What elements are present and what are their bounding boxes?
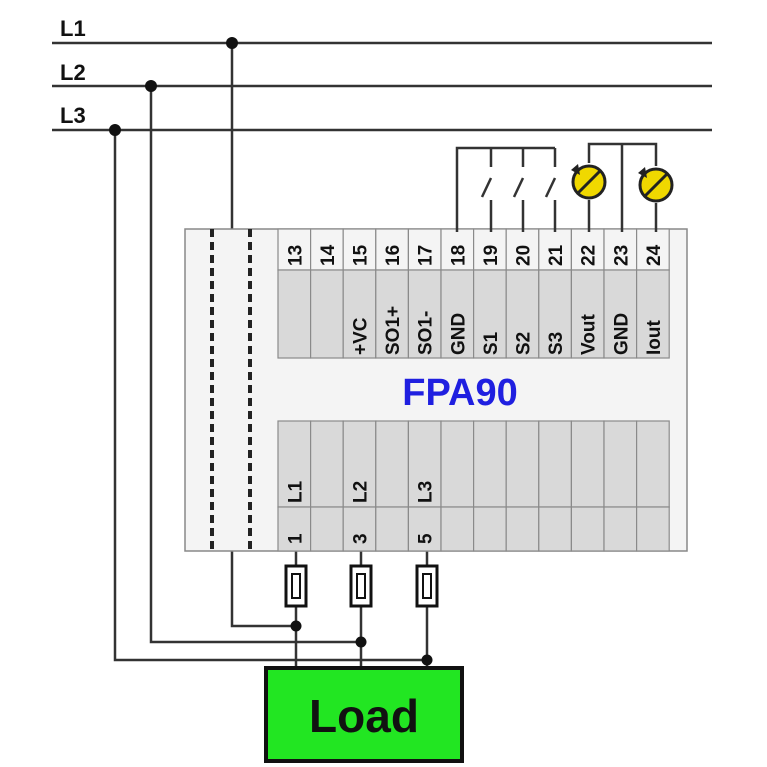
load-box <box>264 666 464 763</box>
terminal-signal-cell <box>375 420 409 508</box>
analog-output-wiring <box>587 142 658 232</box>
terminal-number: 20 <box>514 245 535 266</box>
terminal-signal-label: S3 <box>546 332 567 355</box>
terminal-signal-cell <box>570 269 605 359</box>
junction-dot <box>421 654 433 666</box>
terminal-number-cell <box>603 506 638 552</box>
terminal-signal-cell <box>407 420 442 508</box>
junction-dot <box>290 620 302 632</box>
terminal-signal-label: L3 <box>416 481 437 503</box>
terminal-signal-cell <box>342 420 377 508</box>
terminal-signal-label: GND <box>448 313 469 355</box>
terminal-number-cell <box>538 506 572 552</box>
terminal-signal-cell <box>310 420 344 508</box>
terminal-number-cell <box>342 228 377 271</box>
terminal-number: 3 <box>351 533 372 544</box>
terminal-signal-label: S2 <box>514 332 535 355</box>
terminal-number: 21 <box>546 244 567 266</box>
terminal-signal-label: SO1+ <box>383 306 404 355</box>
junction-dot <box>145 80 157 92</box>
terminal-number: 24 <box>644 244 665 266</box>
terminal-signal-label: GND <box>611 313 632 355</box>
terminal-number-cell <box>635 506 670 552</box>
terminal-signal-cell <box>635 269 670 359</box>
switch-s3-contact <box>544 177 557 198</box>
terminal-signal-cell <box>407 269 442 359</box>
terminal-number-cell <box>473 506 507 552</box>
terminal-number-cell <box>310 228 344 271</box>
device-dashed-wires <box>210 229 252 551</box>
terminal-signal-label: L2 <box>351 481 372 503</box>
terminal-signal-cell <box>570 420 605 508</box>
terminal-signal-label: L1 <box>285 480 306 503</box>
terminal-signal-cell <box>505 420 540 508</box>
line-label-l1: L1 <box>60 16 86 41</box>
switch-s1-contact <box>480 177 493 198</box>
terminal-signal-cell <box>473 420 507 508</box>
terminal-signal-cell <box>310 269 344 359</box>
feed-wire-l2 <box>149 86 361 644</box>
line-label-l2: L2 <box>60 60 86 85</box>
terminal-number: 17 <box>416 245 437 266</box>
terminal-number-cell <box>505 506 540 552</box>
junction-dot <box>109 124 121 136</box>
terminal-signal-cell <box>440 420 475 508</box>
fuse-icon <box>415 564 439 608</box>
terminal-signal-label: Iout <box>644 320 665 355</box>
fuse-icon <box>284 564 308 608</box>
switch-s2-contact <box>512 177 525 198</box>
fuses <box>284 564 439 608</box>
terminal-number-cell <box>440 506 475 552</box>
terminal-number-cell <box>407 506 442 552</box>
terminal-signal-cell <box>538 420 572 508</box>
terminal-number: 19 <box>481 245 502 266</box>
terminal-signal-label: SO1- <box>416 311 437 355</box>
terminal-signal-cell <box>277 269 312 359</box>
feed-wire-l3 <box>113 130 427 662</box>
ammeter-icon <box>638 167 674 203</box>
terminal-signal-cell <box>603 420 638 508</box>
terminal-signal-cell <box>635 420 670 508</box>
terminal-number: 23 <box>611 245 632 266</box>
terminal-number: 5 <box>416 533 437 544</box>
junction-dot <box>226 37 238 49</box>
terminal-number: 1 <box>285 533 306 544</box>
terminal-number: 15 <box>351 244 372 266</box>
terminal-number: 22 <box>579 245 600 266</box>
terminal-number-cell <box>277 228 312 271</box>
terminal-number-cell <box>277 506 312 552</box>
terminal-number-cell <box>407 228 442 271</box>
fuse-icon <box>349 564 373 608</box>
terminal-number-cell <box>342 506 377 552</box>
terminal-number-cell <box>375 506 409 552</box>
bottom-terminal-block: L1 1 L2 3 L3 5 <box>277 420 670 552</box>
terminal-signal-label: Vout <box>579 314 600 355</box>
terminal-number: 14 <box>318 244 339 266</box>
terminal-signal-cell <box>342 269 377 359</box>
terminal-number: 13 <box>285 245 306 266</box>
terminal-number-cell <box>603 228 638 271</box>
junction-dots <box>109 37 433 666</box>
terminal-number-cell <box>375 228 409 271</box>
load-label: Load <box>309 690 419 742</box>
terminal-number-cell <box>570 506 605 552</box>
terminal-number: 16 <box>383 245 404 266</box>
terminal-number: 18 <box>448 245 469 266</box>
terminal-signal-label: +VC <box>351 317 372 355</box>
terminal-number-cell <box>440 228 475 271</box>
line-label-l3: L3 <box>60 103 86 128</box>
phase-lines <box>52 41 712 132</box>
terminal-number-cell <box>310 506 344 552</box>
voltmeter-icon <box>571 164 607 200</box>
terminal-signal-label: S1 <box>481 331 502 355</box>
junction-dot <box>355 636 367 648</box>
device-model-label: FPA90 <box>402 372 517 414</box>
terminal-signal-cell <box>375 269 409 359</box>
switch-common-wire <box>455 146 555 232</box>
terminal-signal-cell <box>277 420 312 508</box>
terminal-signal-cell <box>473 269 507 359</box>
digital-input-switches <box>455 146 557 232</box>
